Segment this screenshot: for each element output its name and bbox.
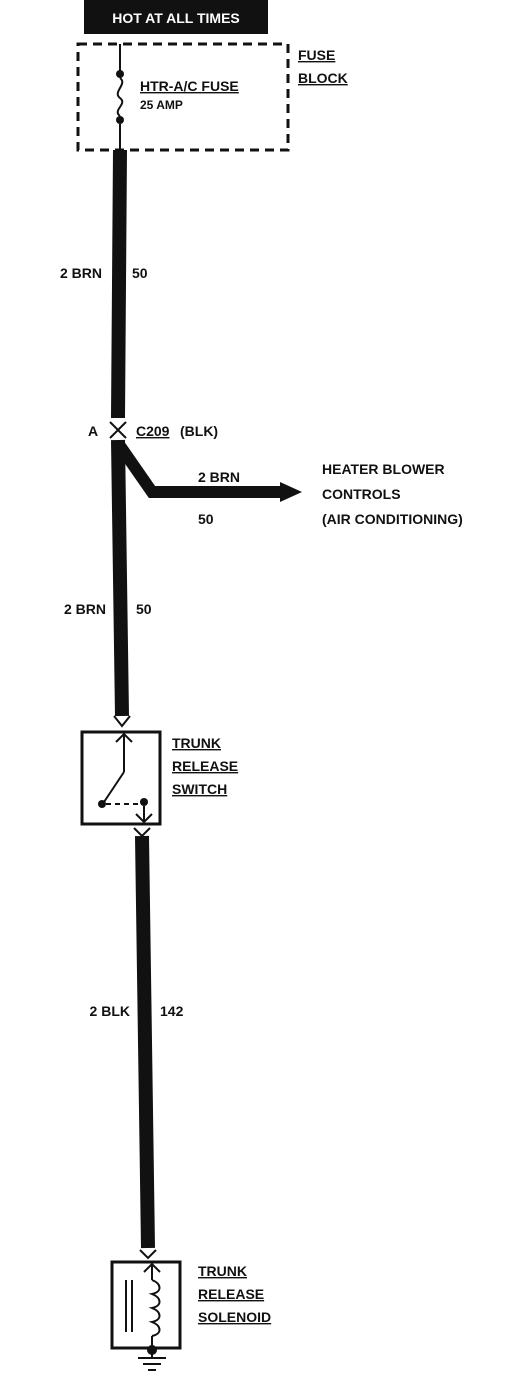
switch-connector-top-icon: [113, 715, 131, 728]
arrow-right-icon: [280, 482, 302, 502]
fuse-rating: 25 AMP: [140, 98, 183, 112]
switch-arrow-down-icon: [135, 806, 153, 824]
wire-1-circuit: 50: [132, 265, 148, 281]
fuse-name: HTR-A/C FUSE: [140, 78, 239, 94]
wire-segment-1: 2 BRN 50: [60, 149, 148, 419]
solenoid-label-line2: RELEASE: [198, 1286, 264, 1302]
connector-male-icon: [109, 428, 127, 439]
connector-pin: A: [88, 423, 98, 439]
switch-contact-icon: [140, 798, 148, 806]
fuse-block-outline: [76, 42, 290, 152]
connector-name: C209: [136, 423, 170, 439]
wire-2: [111, 439, 129, 717]
coil-icon: [148, 1279, 161, 1337]
switch-box: [80, 730, 162, 826]
solenoid-box: [110, 1260, 182, 1350]
switch-arrow-up-icon: [115, 732, 133, 772]
branch-wire-gauge-color: 2 BRN: [198, 469, 240, 485]
wire-2-gauge-color: 2 BRN: [64, 601, 106, 617]
switch-pivot-icon: [98, 800, 106, 808]
switch-label-line3: SWITCH: [172, 781, 227, 797]
wire-segment-2: 2 BRN 50: [64, 439, 152, 717]
wire-3-circuit: 142: [160, 1003, 184, 1019]
trunk-release-switch: TRUNK RELEASE SWITCH: [80, 730, 238, 826]
wire-3-gauge-color: 2 BLK: [90, 1003, 130, 1019]
fuse-icon: [116, 77, 124, 117]
solenoid-label-line1: TRUNK: [198, 1263, 247, 1279]
connector-color: (BLK): [180, 423, 218, 439]
fuse-block: FUSE BLOCK HTR-A/C FUSE 25 AMP: [76, 42, 348, 152]
solenoid-label-line3: SOLENOID: [198, 1309, 271, 1325]
branch-wire-circuit: 50: [198, 511, 214, 527]
fuse-terminal-bottom: [116, 116, 124, 124]
trunk-release-solenoid: TRUNK RELEASE SOLENOID: [110, 1260, 271, 1371]
wire-1: [111, 149, 127, 419]
fuse-terminal-top: [116, 70, 124, 78]
coil-arrow-icon: [143, 1262, 161, 1280]
destination-line2: CONTROLS: [322, 486, 401, 502]
branch-wire: 2 BRN 50: [115, 442, 302, 527]
banner-background: [84, 0, 268, 34]
branch-wire-path: [115, 442, 282, 498]
solenoid-connector-icon: [139, 1249, 157, 1260]
switch-label-line1: TRUNK: [172, 735, 221, 751]
fuse-block-label-line2: BLOCK: [298, 70, 348, 86]
wire-2-circuit: 50: [136, 601, 152, 617]
switch-label-line2: RELEASE: [172, 758, 238, 774]
solenoid-connector: [139, 1249, 157, 1260]
connector-c209: A C209 (BLK): [88, 421, 218, 439]
switch-connector-bottom: [133, 827, 151, 838]
wire-segment-3: 2 BLK 142: [90, 835, 184, 1249]
switch-connector-bottom-icon: [133, 827, 151, 838]
banner-text: HOT AT ALL TIMES: [112, 10, 240, 26]
heater-blower-controls: HEATER BLOWER CONTROLS (AIR CONDITIONING…: [322, 461, 463, 527]
power-source-banner: HOT AT ALL TIMES: [84, 0, 268, 34]
wire-3: [135, 835, 155, 1249]
wire-1-gauge-color: 2 BRN: [60, 265, 102, 281]
switch-connector-top: [113, 715, 131, 728]
destination-line3: (AIR CONDITIONING): [322, 511, 463, 527]
fuse-block-label-line1: FUSE: [298, 47, 335, 63]
switch-contact-arm: [103, 771, 125, 803]
ground-icon: [138, 1350, 166, 1371]
destination-line1: HEATER BLOWER: [322, 461, 445, 477]
